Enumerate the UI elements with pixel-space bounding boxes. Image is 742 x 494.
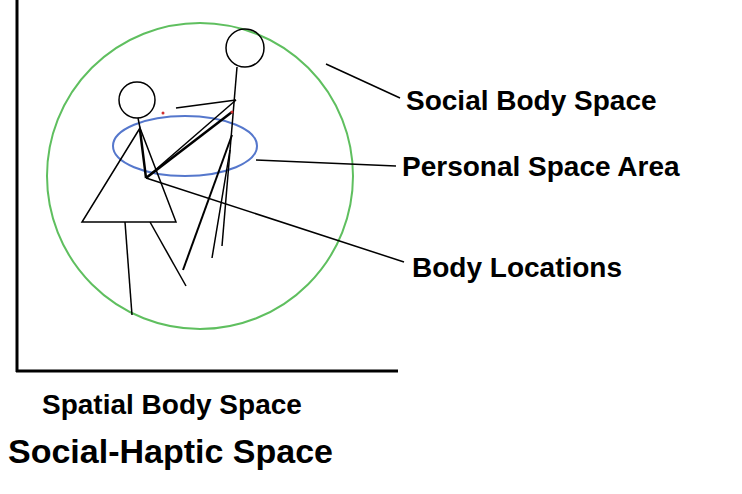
- man-figure: [146, 29, 264, 270]
- contact-dot: [231, 111, 234, 114]
- axis-line: [16, 370, 398, 373]
- woman-figure: [82, 82, 236, 315]
- leader-line: [256, 160, 396, 166]
- part-label: Personal Space Area: [402, 152, 680, 183]
- personal-ellipse: [113, 116, 257, 176]
- diagram-title: Social-Haptic Space: [8, 433, 333, 470]
- axis-line: [16, 0, 19, 372]
- contact-dot: [162, 112, 165, 115]
- part-label: Social Body Space: [406, 86, 657, 117]
- part-label: Spatial Body Space: [42, 390, 302, 421]
- part-label: Body Locations: [412, 253, 622, 284]
- social-circle: [47, 23, 353, 329]
- leader-line: [326, 64, 400, 98]
- leader-line: [146, 178, 404, 262]
